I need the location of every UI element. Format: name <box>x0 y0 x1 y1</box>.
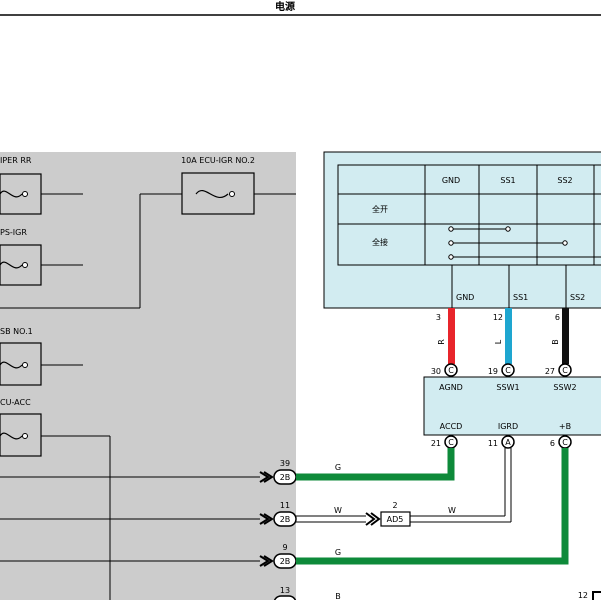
wire-label-g-2: G <box>335 548 341 557</box>
ecu-label-plus-b: +B <box>559 422 571 431</box>
svg-text:PS-IGR: PS-IGR <box>0 228 27 237</box>
wire-white-igrd <box>296 448 512 523</box>
table-header-ss1: SS1 <box>500 176 515 185</box>
svg-text:2B: 2B <box>280 557 291 566</box>
fuse-wiper-rr: IPER RR <box>0 156 83 215</box>
ecu-label-ssw1: SSW1 <box>496 383 519 392</box>
wire-color-r: R <box>437 339 446 345</box>
svg-text:IPER RR: IPER RR <box>0 156 32 165</box>
ecu-box <box>423 376 601 436</box>
table-header-ss2: SS2 <box>557 176 572 185</box>
wire-green-accd <box>296 448 455 481</box>
wire-label-w-2: W <box>448 506 456 515</box>
table-row-full-closed: 全接 <box>372 237 388 247</box>
pin-label-gnd: GND <box>456 293 474 302</box>
ecu-label-ssw2: SSW2 <box>553 383 576 392</box>
svg-text:C: C <box>562 438 568 447</box>
wire-blue <box>505 308 512 364</box>
wire-label-g-1: G <box>335 463 341 472</box>
fuse-sb-no1: SB NO.1 <box>0 327 83 386</box>
pin-label-ss2: SS2 <box>570 293 585 302</box>
pin-number-6: 6 <box>555 313 560 322</box>
switch-pin-boxes <box>451 265 567 308</box>
svg-text:30: 30 <box>431 367 441 376</box>
ecu-label-agnd: AGND <box>439 383 463 392</box>
edge-pin-number: 12 <box>578 591 588 600</box>
pin-label-ss1: SS1 <box>513 293 528 302</box>
svg-text:10A ECU-IGR NO.2: 10A ECU-IGR NO.2 <box>181 156 255 165</box>
page-title: 电源 <box>275 0 295 13</box>
svg-text:C: C <box>448 366 454 375</box>
svg-text:6: 6 <box>550 439 555 448</box>
ecu-bottom-pin-igrd: 11 A <box>488 435 515 449</box>
svg-text:CU-ACC: CU-ACC <box>0 398 31 407</box>
table-row-full-open: 全开 <box>372 204 388 214</box>
ecu-top-pin-ssw1: 19 C <box>488 363 515 377</box>
fuse-ps-igr: PS-IGR <box>0 228 83 286</box>
fuse-cu-acc: CU-ACC <box>0 398 111 600</box>
switch-table <box>337 164 601 266</box>
fuse-panel <box>0 152 296 600</box>
wire-label-b: B <box>335 592 341 600</box>
svg-text:13: 13 <box>280 586 290 595</box>
wire-green-plus-b <box>296 448 569 565</box>
svg-text:19: 19 <box>488 367 498 376</box>
svg-text:21: 21 <box>431 439 441 448</box>
wire-black <box>562 308 569 364</box>
svg-text:C: C <box>505 366 511 375</box>
wire-color-b: B <box>551 339 560 345</box>
connector-2b-13: 13 <box>273 586 297 600</box>
svg-text:2: 2 <box>392 501 397 510</box>
switch-panel <box>323 151 601 309</box>
connector-2b-9: 9 2B <box>259 543 297 569</box>
svg-text:AD5: AD5 <box>387 515 404 524</box>
svg-text:A: A <box>505 438 511 447</box>
ecu-top-pin-ssw2: 27 C <box>545 363 572 377</box>
svg-text:2B: 2B <box>280 473 291 482</box>
svg-text:39: 39 <box>280 459 290 468</box>
svg-text:2B: 2B <box>280 515 291 524</box>
wire-color-l: L <box>494 339 503 344</box>
svg-text:SB NO.1: SB NO.1 <box>0 327 33 336</box>
ecu-label-accd: ACCD <box>440 422 463 431</box>
ecu-bottom-pin-accd: 21 C <box>431 435 458 449</box>
svg-text:11: 11 <box>280 501 290 510</box>
connector-2b-11: 11 2B <box>259 501 297 527</box>
svg-text:27: 27 <box>545 367 555 376</box>
connector-ad5: 2 AD5 <box>365 501 411 527</box>
svg-text:C: C <box>562 366 568 375</box>
feed-lines <box>0 476 260 562</box>
ecu-bottom-pin-plus-b: 6 C <box>550 435 572 449</box>
pin-number-12: 12 <box>493 313 503 322</box>
switch-contacts <box>448 226 601 260</box>
table-header-gnd: GND <box>442 176 460 185</box>
svg-text:11: 11 <box>488 439 498 448</box>
wire-red <box>448 308 455 364</box>
ecu-label-igrd: IGRD <box>498 422 518 431</box>
fuse-ecu-igr-no2: 10A ECU-IGR NO.2 <box>0 156 296 309</box>
wire-label-w-1: W <box>334 506 342 515</box>
edge-pin-mark <box>592 591 601 600</box>
connector-2b-39: 39 2B <box>259 459 297 485</box>
pin-number-3: 3 <box>436 313 441 322</box>
svg-text:C: C <box>448 438 454 447</box>
ecu-top-pin-agnd: 30 C <box>431 363 458 377</box>
svg-text:9: 9 <box>282 543 287 552</box>
